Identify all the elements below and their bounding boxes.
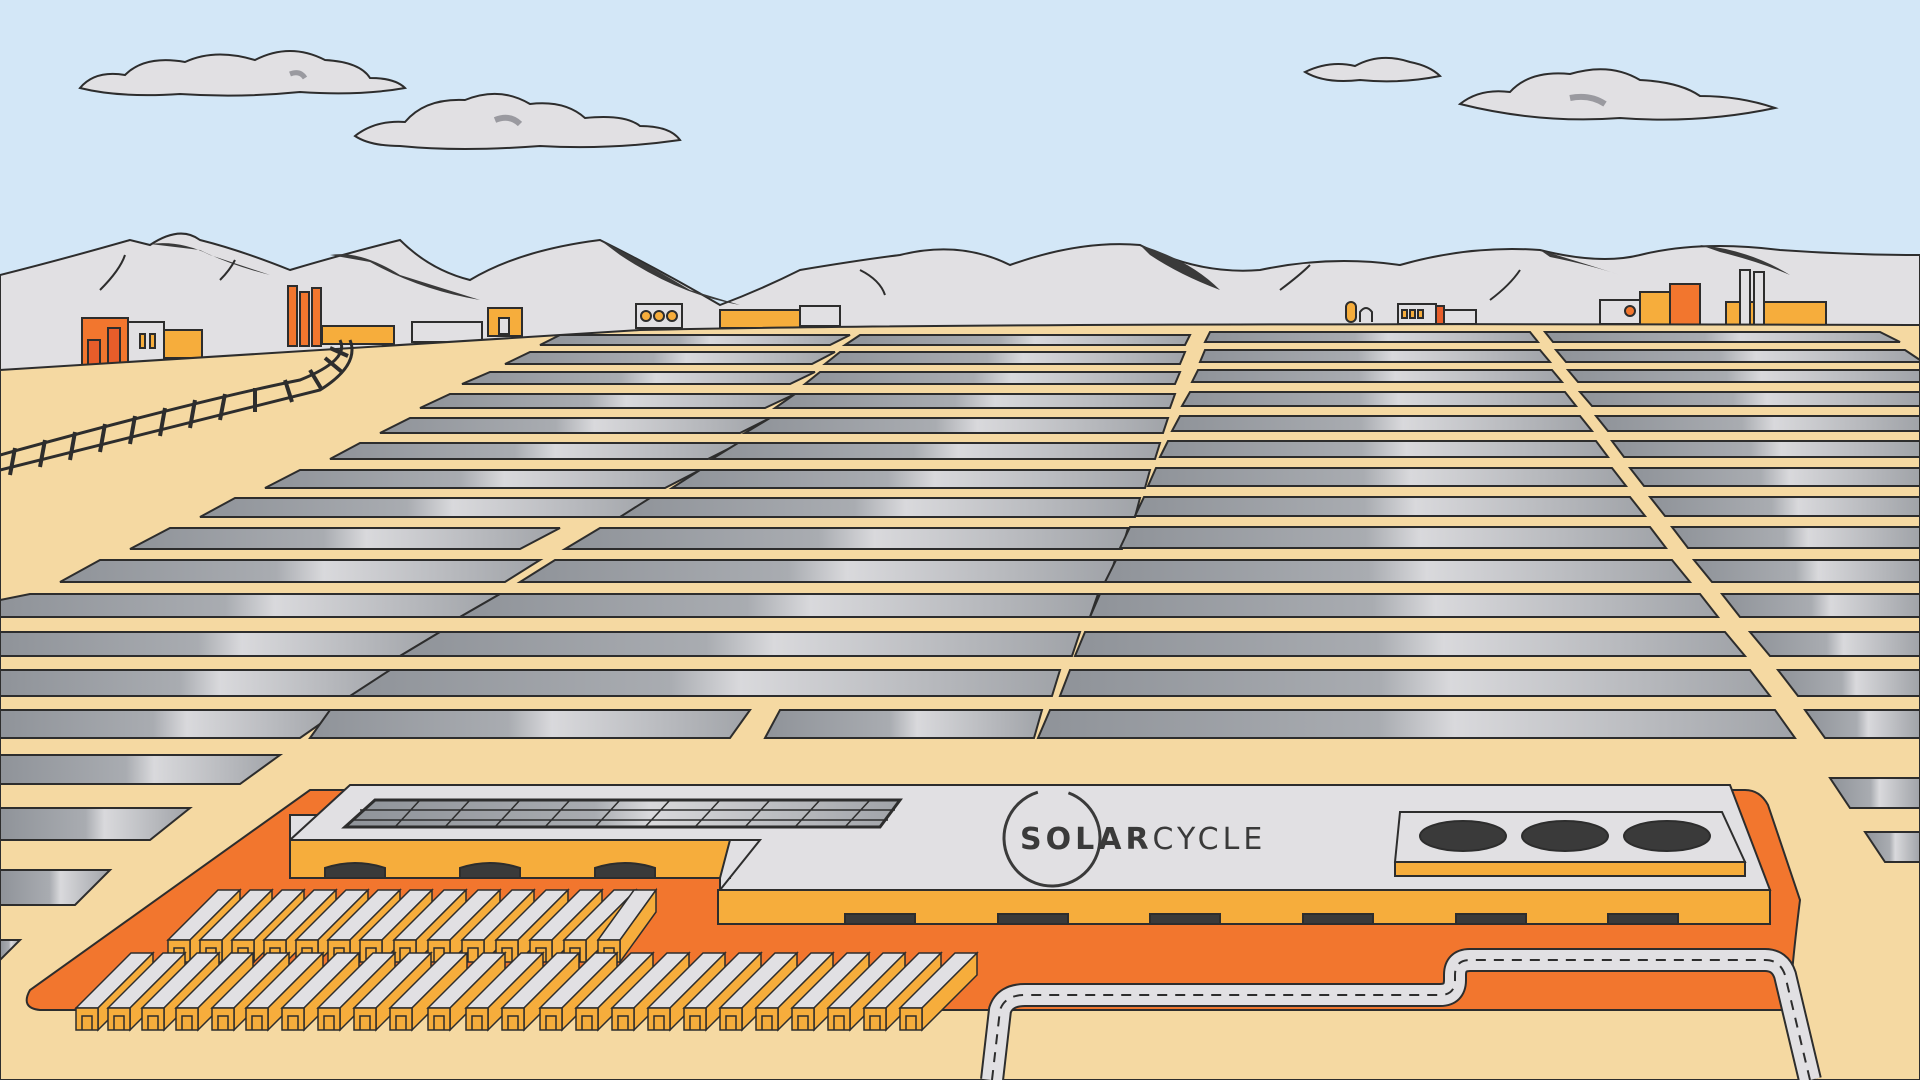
loading-dock [1607,913,1679,925]
roof-vent [1521,820,1609,852]
cloud [1302,56,1443,83]
containers-front-row [74,951,979,1032]
factory-left [81,285,841,367]
containers-back-row [166,887,658,965]
solarcycle-logo: SOLARCYCLE [1002,788,1266,888]
chimney [311,287,322,347]
solar-block-right [1542,331,1920,863]
storage-containers [74,887,979,1032]
clouds [78,50,1779,150]
roof-vent [1419,820,1507,852]
logo-cycle: CYCLE [1153,822,1267,857]
loading-dock [1455,913,1527,925]
chimney [287,285,298,347]
svg-text:SOLARCYCLE: SOLARCYCLE [1020,822,1266,857]
solar-block-left [0,334,851,962]
roof-vent [1623,820,1711,852]
solar-block-center-right [1036,331,1797,739]
vent-arch [594,862,656,879]
cloud [1457,68,1779,121]
logo-circle [1002,788,1102,888]
chimney [299,291,310,347]
road [980,948,1822,1080]
loading-dock [1149,913,1221,925]
factory-right [1345,269,1827,333]
solar-panel-field [0,331,1920,962]
vent-arch [324,862,386,879]
logo-solar: SOLAR [1020,822,1153,857]
vent-arch [459,862,521,879]
solar-block-center-left [308,334,1192,739]
loading-dock [997,913,1069,925]
loading-dock [1302,913,1374,925]
loading-dock [844,913,916,925]
solarcycle-building [289,784,1772,925]
cloud [78,50,408,97]
railroad-track [0,339,354,476]
